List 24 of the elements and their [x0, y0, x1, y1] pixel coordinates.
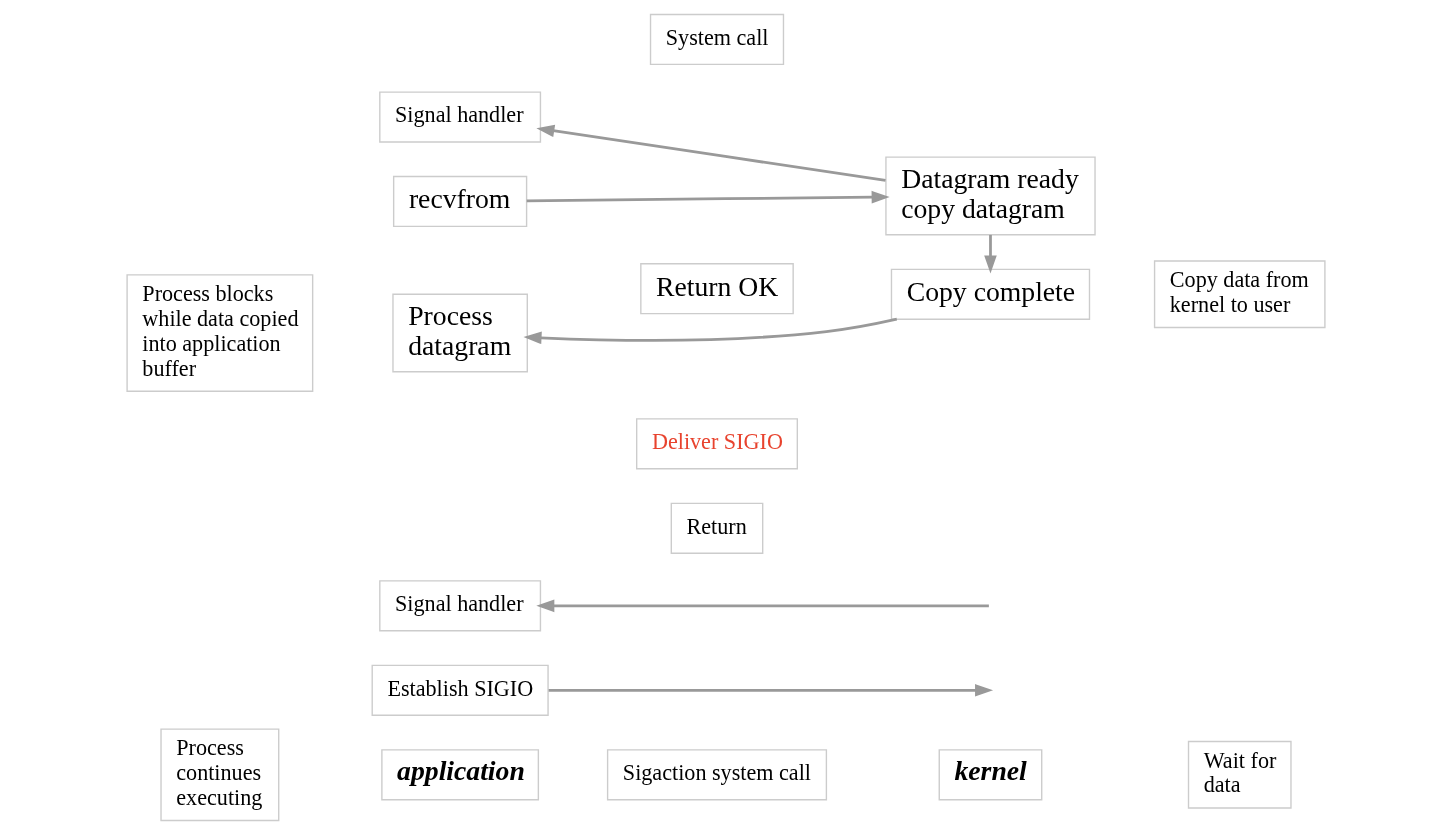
node-box: Process continues executing	[159, 727, 279, 821]
arrow	[535, 599, 989, 612]
node-box: Return	[670, 502, 763, 554]
node-box: Copy data from kernel to user	[1153, 259, 1326, 328]
node-box: Return OK	[639, 262, 794, 314]
arrow	[535, 124, 886, 182]
node-box: Process datagram	[391, 293, 528, 372]
node-box: Deliver SIGIO	[635, 417, 798, 469]
node-box: application	[380, 748, 539, 800]
node-box: Sigaction system call	[606, 748, 827, 800]
node-box: kernel	[938, 748, 1042, 800]
arrow	[523, 317, 897, 344]
node-box: Copy complete	[890, 268, 1090, 320]
arrow	[526, 190, 890, 203]
node-box: Datagram ready copy datagram	[884, 156, 1096, 235]
node-box: Process blocks while data copied into application buffer	[125, 273, 313, 392]
node-box: Establish SIGIO	[371, 664, 549, 716]
node-box: Wait for data	[1187, 740, 1292, 809]
node-box: System call	[649, 13, 784, 65]
node-box: Signal handler	[378, 90, 541, 143]
arrow	[983, 234, 997, 273]
arrow	[548, 683, 993, 697]
node-box: Signal handler	[378, 579, 541, 631]
node-box: recvfrom	[392, 175, 527, 227]
